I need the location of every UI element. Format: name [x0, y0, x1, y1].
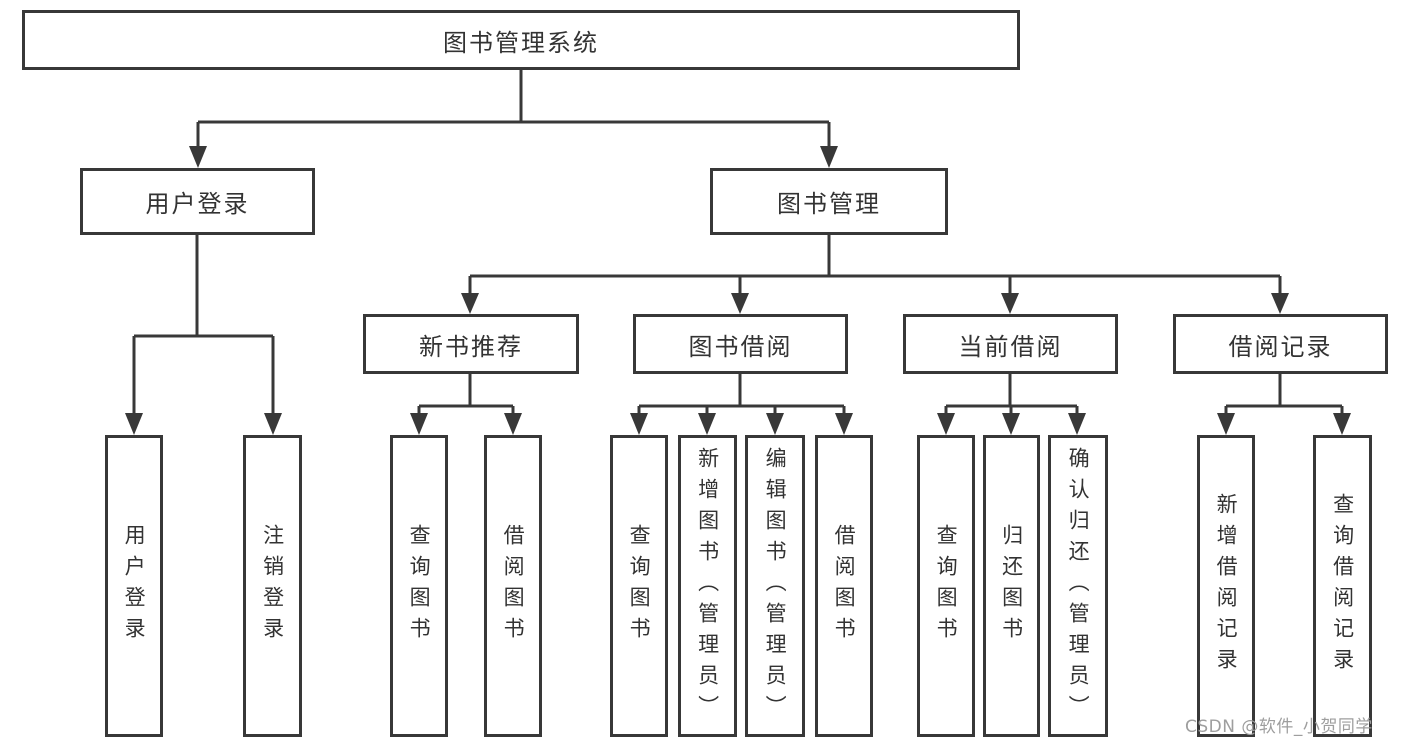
leaf-borrow-query-book: 查询图书 [610, 435, 668, 737]
edges-cur-borrow [937, 374, 1086, 435]
edges-root [189, 70, 838, 168]
leaf-logout-label: 注销登录 [260, 524, 285, 648]
leaf-recommend-borrow-book: 借阅图书 [484, 435, 542, 737]
leaf-user-login-label: 用户登录 [122, 524, 147, 648]
leaf-current-query-book: 查询图书 [917, 435, 975, 737]
leaf-edit-book-admin-label: 编辑图书（管理员） [763, 446, 788, 726]
leaf-borrow-query-book-label: 查询图书 [627, 524, 652, 648]
leaf-recommend-query-book: 查询图书 [390, 435, 448, 737]
node-current-borrow: 当前借阅 [903, 314, 1118, 374]
node-user-login: 用户登录 [80, 168, 315, 235]
leaf-query-borrow-record: 查询借阅记录 [1313, 435, 1372, 737]
leaf-recommend-query-book-label: 查询图书 [407, 524, 432, 648]
node-root: 图书管理系统 [22, 10, 1020, 70]
node-book-borrow-label: 图书借阅 [688, 332, 793, 361]
leaf-return-book-label: 归还图书 [999, 524, 1024, 648]
node-book-borrow: 图书借阅 [633, 314, 848, 374]
leaf-query-borrow-record-label: 查询借阅记录 [1330, 493, 1355, 679]
leaf-confirm-return-admin: 确认归还（管理员） [1048, 435, 1108, 737]
leaf-recommend-borrow-book-label: 借阅图书 [501, 524, 526, 648]
node-root-label: 图书管理系统 [443, 28, 599, 57]
leaf-borrow-book: 借阅图书 [815, 435, 873, 737]
node-user-login-label: 用户登录 [145, 190, 250, 218]
leaf-confirm-return-admin-label: 确认归还（管理员） [1066, 446, 1091, 726]
leaf-add-book-admin: 新增图书（管理员） [678, 435, 737, 737]
leaf-borrow-book-label: 借阅图书 [832, 524, 857, 648]
node-new-book-recommend: 新书推荐 [363, 314, 579, 374]
edges-book-borrow [630, 374, 853, 435]
edges-user-login [125, 235, 282, 435]
csdn-watermark: CSDN @软件_小贺同学 [1185, 717, 1373, 737]
node-borrow-record-label: 借阅记录 [1228, 332, 1333, 361]
leaf-edit-book-admin: 编辑图书（管理员） [745, 435, 805, 737]
edges-book-mgmt [461, 235, 1289, 314]
leaf-add-borrow-record: 新增借阅记录 [1197, 435, 1255, 737]
node-book-management: 图书管理 [710, 168, 948, 235]
node-book-management-label: 图书管理 [777, 190, 881, 218]
leaf-user-login: 用户登录 [105, 435, 163, 737]
node-current-borrow-label: 当前借阅 [958, 332, 1063, 361]
leaf-add-borrow-record-label: 新增借阅记录 [1214, 493, 1239, 679]
leaf-return-book: 归还图书 [983, 435, 1040, 737]
node-borrow-record: 借阅记录 [1173, 314, 1388, 374]
leaf-logout: 注销登录 [243, 435, 302, 737]
leaf-current-query-book-label: 查询图书 [934, 524, 959, 648]
edges-borrow-rec [1217, 374, 1351, 435]
node-new-book-recommend-label: 新书推荐 [419, 332, 523, 361]
leaf-add-book-admin-label: 新增图书（管理员） [695, 446, 720, 726]
edges-new-rec [410, 374, 522, 435]
